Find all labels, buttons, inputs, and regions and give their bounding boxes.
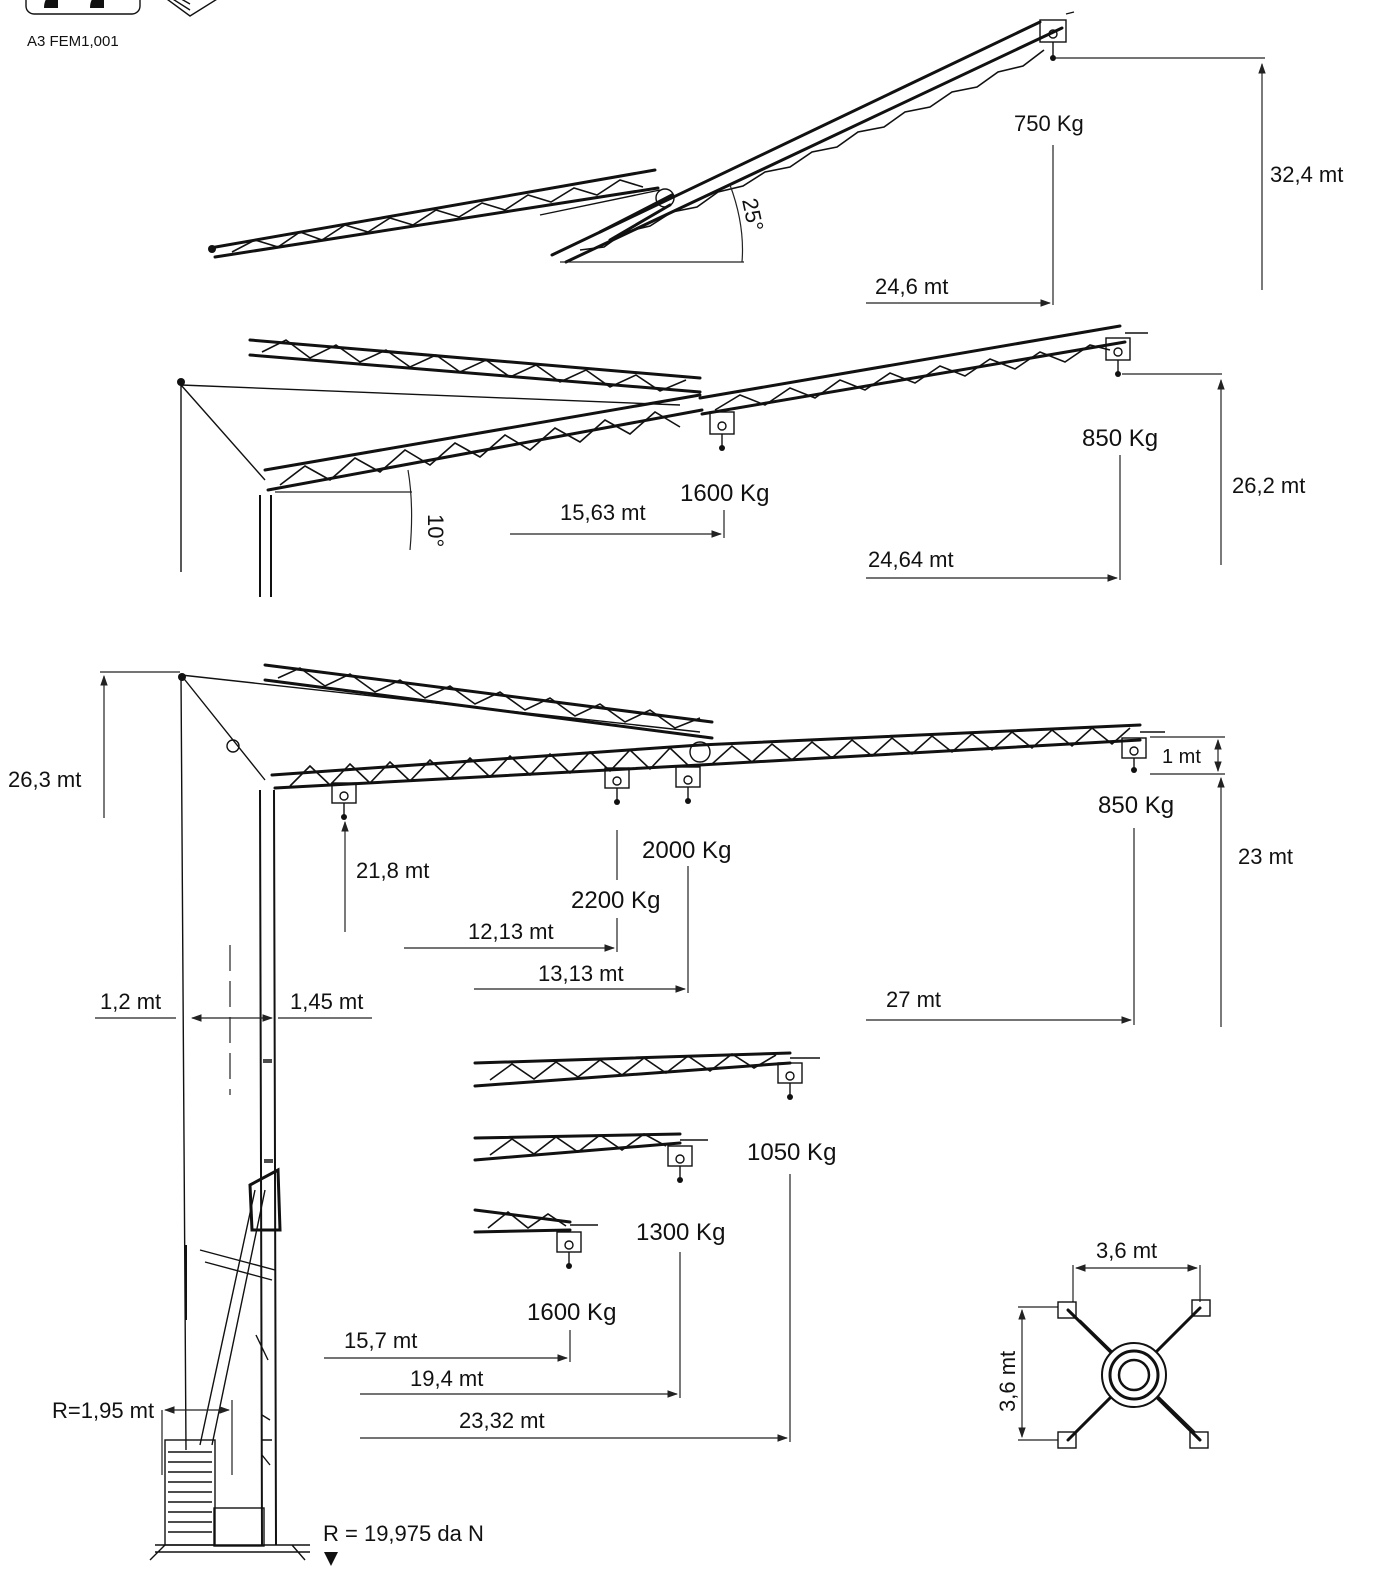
radius-label: 15,7 mt <box>344 1328 417 1353</box>
inner-jib <box>263 393 704 492</box>
load-label: 1600 Kg <box>527 1299 616 1326</box>
outriggers <box>149 1544 310 1561</box>
load-label: 850 Kg <box>1098 792 1174 819</box>
radius-label: 12,13 mt <box>468 919 554 944</box>
offset-label: 1,2 mt <box>100 989 161 1014</box>
load-label: 850 Kg <box>1082 425 1158 452</box>
trolley-hook <box>1121 737 1147 773</box>
radius-label: 24,6 mt <box>875 274 948 299</box>
trolley-hook <box>675 766 701 804</box>
angle-label: 25° <box>737 196 768 234</box>
load-label: 2000 Kg <box>642 837 731 864</box>
angle-arc <box>407 469 413 551</box>
ballast-radius-label: R=1,95 mt <box>52 1398 154 1423</box>
load-label: 750 Kg <box>1014 111 1084 136</box>
config-horizontal: 26,3 mt 1 mt 850 Kg 23 mt 21,8 mt 2000 K… <box>8 663 1293 1546</box>
load-label: 1300 Kg <box>636 1219 725 1246</box>
jib-variant-short <box>473 1208 598 1269</box>
trolley-hook <box>604 767 630 805</box>
height-label: 26,3 mt <box>8 767 81 792</box>
trolley-hook <box>1105 337 1131 377</box>
height-label: 26,2 mt <box>1232 473 1305 498</box>
reaction-label: R = 19,975 da N <box>323 1521 484 1546</box>
reaction-arrow-icon <box>324 1552 338 1566</box>
config-luffed-10: 10° 1600 Kg 15,63 mt 850 Kg 26,2 mt 24,6… <box>177 324 1305 597</box>
height-label: 23 mt <box>1238 844 1293 869</box>
certification-logo: A3 FEM1,001 <box>25 0 217 50</box>
horizontal-jib <box>270 723 1165 790</box>
slewing-platform <box>213 1507 265 1547</box>
ce-mark-icon <box>44 0 104 8</box>
luffing-jib <box>539 20 1064 264</box>
load-label: 1600 Kg <box>680 480 769 507</box>
jib-variant-medium <box>473 1132 708 1183</box>
trolley-hook <box>331 782 357 820</box>
load-label: 1050 Kg <box>747 1139 836 1166</box>
short-jib-variants: 1050 Kg 1300 Kg 1600 Kg 15,7 mt 19,4 mt … <box>324 1051 836 1442</box>
radius-label: 23,32 mt <box>459 1408 545 1433</box>
offset-label: 1,45 mt <box>290 989 363 1014</box>
offset-label: 1 mt <box>1162 746 1201 768</box>
stay-cable <box>180 384 681 572</box>
radius-label: 15,63 mt <box>560 500 646 525</box>
ce-mark-frame <box>25 0 141 15</box>
trolley-hook <box>709 411 735 451</box>
config-luffed-25: 25° 750 Kg 32,4 mt 24,6 mt <box>208 11 1343 307</box>
outer-jib <box>698 324 1148 416</box>
quality-seal-icon <box>166 0 217 17</box>
mast <box>259 495 272 597</box>
logo-caption: A3 FEM1,001 <box>27 33 119 50</box>
counter-jib <box>263 663 714 740</box>
crane-base: R=1,95 mt R = 19,975 da N <box>52 1398 484 1566</box>
radius-label: 19,4 mt <box>410 1366 483 1391</box>
counter-jib <box>248 338 702 394</box>
radius-label: 24,64 mt <box>868 547 954 572</box>
footprint-plan: 3,6 mt 3,6 mt <box>995 1238 1211 1449</box>
radius-label: 13,13 mt <box>538 961 624 986</box>
width-label: 3,6 mt <box>1096 1238 1157 1263</box>
outrigger-cross <box>1057 1299 1211 1449</box>
load-label: 2200 Kg <box>571 887 660 914</box>
counter-jib <box>208 168 660 259</box>
ballast-block <box>164 1439 216 1546</box>
angle-label: 10° <box>423 514 448 547</box>
depth-label: 3,6 mt <box>995 1351 1020 1412</box>
angle-arc <box>729 184 744 263</box>
height-label: 32,4 mt <box>1270 162 1343 187</box>
trolley-hook <box>1039 11 1075 61</box>
radius-label: 27 mt <box>886 987 941 1012</box>
height-label: 21,8 mt <box>356 858 429 883</box>
jib-variant-long <box>473 1051 820 1100</box>
tower-mast <box>178 673 701 1546</box>
